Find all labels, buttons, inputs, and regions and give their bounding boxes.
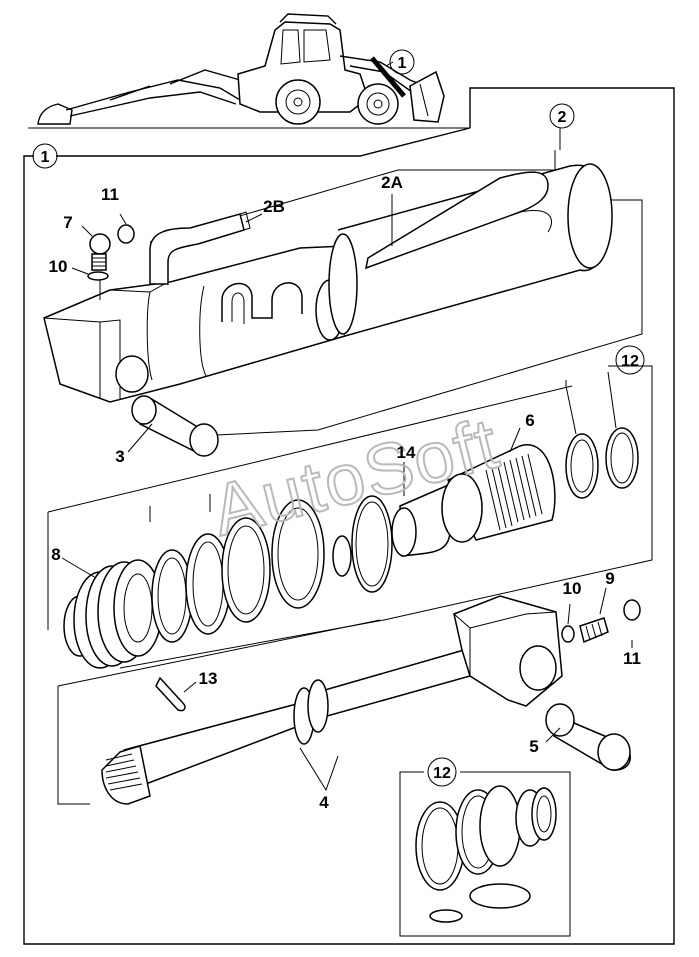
- ref-circle-12-kit: 12: [427, 757, 457, 787]
- part-label-10-left: 10: [49, 257, 68, 276]
- part-label-11-left: 11: [101, 185, 119, 204]
- part-label-12-top: 12: [621, 353, 639, 370]
- part-label-5: 5: [529, 737, 538, 756]
- pivot-pin-3: [127, 395, 219, 457]
- part-label-11-right: 11: [623, 649, 641, 668]
- ref-circle-machine: 1: [389, 49, 415, 75]
- piston-seal-group: [47, 365, 653, 669]
- part-label-14: 14: [397, 443, 416, 462]
- part-label-9: 9: [605, 569, 614, 588]
- part-label-2A: 2A: [381, 173, 403, 192]
- barrel-tube-group: [43, 128, 643, 437]
- diagram-frame: [23, 87, 675, 945]
- pivot-pin-5: [545, 703, 631, 771]
- part-label-8: 8: [51, 545, 60, 564]
- part-label-2: 2: [558, 109, 567, 126]
- part-label-3: 3: [115, 447, 124, 466]
- seal-kit-box: [399, 771, 571, 937]
- part-label-2B: 2B: [263, 197, 285, 216]
- ref-label-machine: 1: [398, 55, 407, 72]
- part-label-6: 6: [525, 411, 534, 430]
- backhoe-loader-illustration: [28, 13, 470, 129]
- part-label-10-right: 10: [563, 579, 582, 598]
- piston-rod-4: [57, 595, 563, 805]
- ref-circle-2: 2: [549, 103, 575, 129]
- part-label-7: 7: [63, 213, 72, 232]
- ref-label-frame: 1: [41, 149, 50, 166]
- ref-circle-12-top: 12: [615, 345, 645, 375]
- grease-nipple-left: [71, 213, 135, 300]
- ref-circle-frame: 1: [32, 143, 58, 169]
- roll-pin-13: [155, 676, 197, 712]
- grease-nipple-right: [561, 587, 641, 648]
- part-label-4: 4: [319, 793, 329, 812]
- part-label-12-kit: 12: [433, 765, 451, 782]
- part-label-13: 13: [199, 669, 218, 688]
